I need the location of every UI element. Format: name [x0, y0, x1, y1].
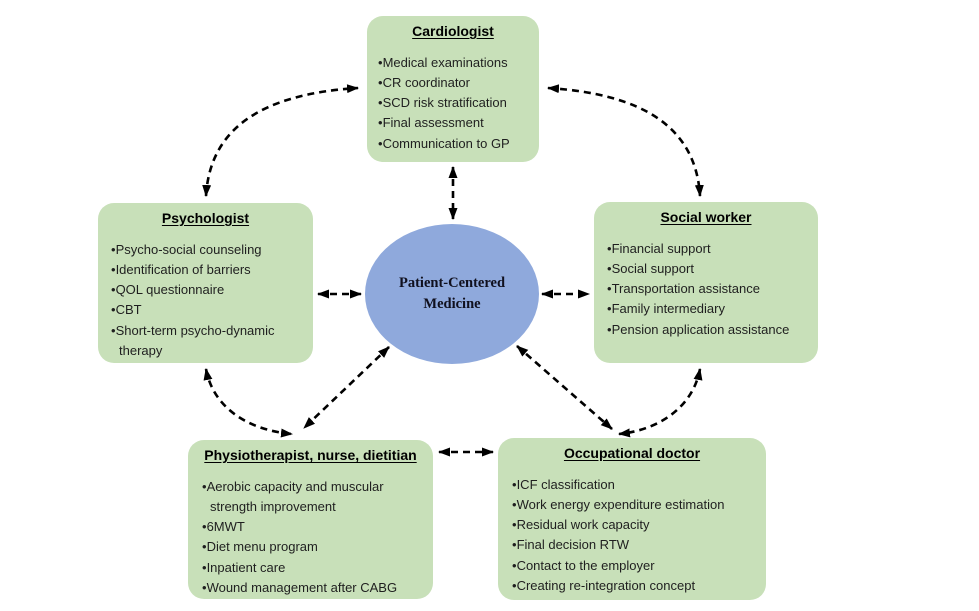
list-item: Family intermediary [607, 299, 804, 319]
box-item-list: Aerobic capacity and muscular strength i… [188, 477, 433, 598]
box-item-list: Psycho-social counseling Identification … [98, 240, 313, 361]
list-item: Financial support [607, 239, 804, 259]
list-item: SCD risk stratification [378, 93, 535, 113]
list-item: Creating re-integration concept [512, 576, 760, 596]
list-item: Aerobic capacity and muscular strength i… [202, 477, 419, 517]
box-item-list: ICF classification Work energy expenditu… [498, 475, 766, 596]
box-title: Psychologist [161, 210, 250, 226]
list-item: Inpatient care [202, 558, 419, 578]
arrow-psychologist-cardiologist [202, 84, 359, 197]
box-occupational-doctor: Occupational doctor ICF classification W… [498, 438, 766, 600]
center-node-label: Patient-Centered Medicine [398, 274, 506, 312]
list-item: Identification of barriers [111, 260, 299, 280]
arrow-psychologist-physiotherapist [203, 368, 293, 438]
list-item: Communication to GP [378, 134, 535, 154]
list-item: Social support [607, 259, 804, 279]
list-item: Work energy expenditure estimation [512, 495, 760, 515]
box-title: Cardiologist [412, 23, 494, 39]
box-item-list: Financial support Social support Transpo… [594, 239, 818, 340]
box-social-worker: Social worker Financial support Social s… [594, 202, 818, 363]
arrow-social-worker-occupational-doctor [618, 368, 703, 438]
list-item: Final decision RTW [512, 535, 760, 555]
box-cardiologist: Cardiologist Medical examinations CR coo… [367, 16, 539, 162]
list-item: Pension application assistance [607, 320, 804, 340]
box-title: Social worker [660, 209, 752, 225]
list-item: Contact to the employer [512, 556, 760, 576]
box-title: Physiotherapist, nurse, dietitian [204, 447, 417, 463]
list-item: Psycho-social counseling [111, 240, 299, 260]
list-item: 6MWT [202, 517, 419, 537]
list-item: ICF classification [512, 475, 760, 495]
list-item: CBT [111, 300, 299, 320]
list-item: CR coordinator [378, 73, 535, 93]
list-item: QOL questionnaire [111, 280, 299, 300]
list-item: Residual work capacity [512, 515, 760, 535]
list-item: Transportation assistance [607, 279, 804, 299]
box-title: Occupational doctor [563, 445, 701, 461]
center-node-patient-centered-medicine: Patient-Centered Medicine [365, 224, 539, 364]
list-item: Final assessment [378, 113, 535, 133]
list-item: Diet menu program [202, 537, 419, 557]
list-item: Wound management after CABG [202, 578, 419, 598]
arrow-center-physiotherapist [303, 346, 390, 429]
box-physiotherapist-nurse-dietitian: Physiotherapist, nurse, dietitian Aerobi… [188, 440, 433, 599]
list-item: Medical examinations [378, 53, 535, 73]
arrow-cardiologist-social-worker [547, 84, 704, 197]
box-psychologist: Psychologist Psycho-social counseling Id… [98, 203, 313, 363]
list-item: Short-term psycho-dynamic therapy [111, 321, 299, 361]
box-item-list: Medical examinations CR coordinator SCD … [367, 53, 539, 154]
arrow-center-occupational-doctor [516, 345, 613, 430]
